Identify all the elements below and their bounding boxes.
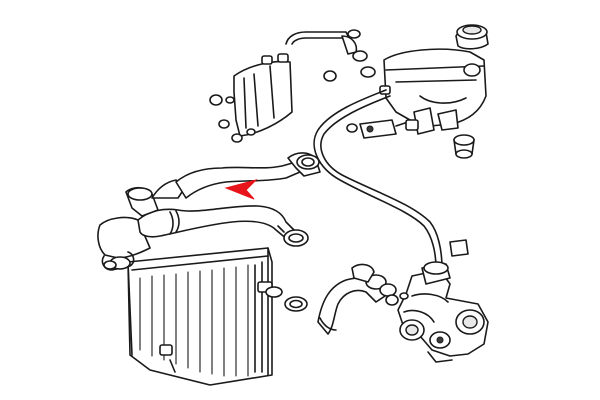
vent-hose [285,29,368,62]
upper-radiator-hose [125,179,297,241]
pipe-grommet [449,239,469,257]
temperature-sensor [346,85,419,139]
bypass-hose [175,152,321,199]
overflow-pipe [313,89,443,269]
hose-clamp-lower [265,286,308,312]
radiator [127,247,273,386]
grommet [453,134,475,159]
water-pump-housing [385,261,489,363]
tank-cap [455,24,489,50]
hose-clamp [277,225,309,247]
coolant-expansion-tank [323,48,487,135]
lower-radiator-hose [317,263,397,335]
radiator-inlet [97,216,151,271]
mounting-bracket [209,53,293,143]
red-arrow-icon [224,179,258,200]
